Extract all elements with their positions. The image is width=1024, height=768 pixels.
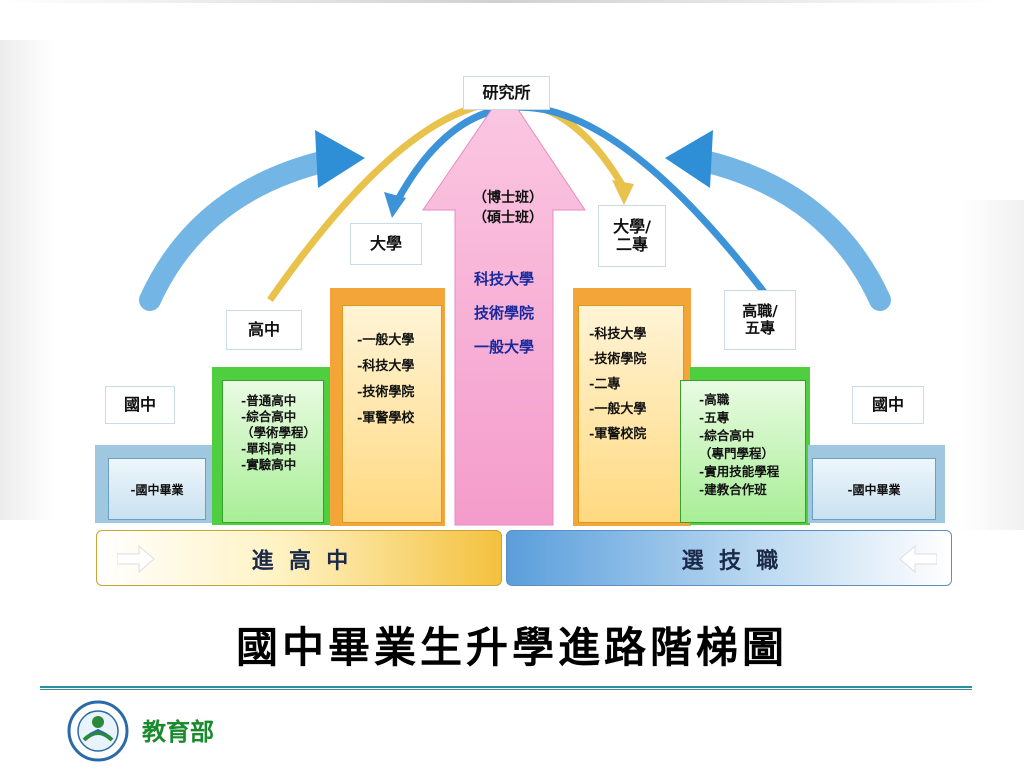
center-university-list: 科技大學 技術學院 一般大學: [473, 270, 534, 356]
right-bar-left-arrow-icon: [899, 545, 937, 573]
top-divider-line: [0, 0, 1000, 3]
left-junior-high-label: 國中: [105, 386, 175, 424]
left-bottom-bar: 進 高 中: [96, 530, 502, 586]
left-university-label: 大學: [350, 223, 422, 265]
left-senior-high-panel: -普通高中 -綜合高中 （學術學程） -單科高中 -實驗高中: [222, 380, 324, 523]
blue-arc-arrowhead: [384, 192, 406, 218]
right-university-panel: -科技大學 -技術學院 -二專 -一般大學 -軍警校院: [578, 305, 684, 523]
left-university-panel: -一般大學 -科技大學 -技術學院 -軍警學校: [342, 305, 442, 523]
right-vocational-panel: -高職 -五專 -綜合高中 （專門學程） -實用技能學程 -建教合作班: [680, 380, 806, 523]
slide-title: 國中畢業生升學進路階梯圖: [235, 623, 788, 672]
left-bar-text: 進 高 中: [251, 548, 349, 574]
right-university-label: 大學/ 二專: [598, 205, 666, 267]
right-vocational-label: 高職/ 五專: [724, 290, 796, 350]
left-outer-curved-arrow: [139, 149, 341, 311]
ministry-logo-emblem-icon: [67, 700, 129, 762]
yellow-arc-arrowhead: [612, 180, 634, 205]
education-ladder-diagram: 研究所 （博士班） （碩士班） 科技大學 技術學院 一般大學 國中 高中 大學 …: [95, 76, 952, 586]
right-outer-arrowhead: [665, 130, 713, 188]
ministry-logo: [60, 700, 136, 762]
central-pink-arrow: [422, 89, 586, 526]
right-background-watermark: [960, 200, 1024, 530]
blue-arc: [391, 103, 773, 303]
left-junior-high-panel: -國中畢業: [108, 458, 206, 520]
right-bar-text: 選 技 職: [681, 548, 779, 574]
right-junior-high-label: 國中: [852, 386, 924, 424]
left-bar-right-arrow-icon: [117, 545, 155, 573]
graduate-school-label: 研究所: [463, 76, 550, 110]
right-bottom-bar: 選 技 職: [506, 530, 952, 586]
left-senior-high-label: 高中: [226, 310, 302, 350]
right-outer-curved-arrow: [689, 149, 891, 311]
center-degree-text: （博士班） （碩士班）: [473, 190, 543, 226]
ministry-name: 教育部: [142, 717, 214, 746]
left-background-watermark: [0, 40, 55, 520]
left-outer-arrowhead: [315, 130, 365, 188]
right-junior-high-panel: -國中畢業: [812, 458, 936, 520]
footer-divider: [40, 686, 972, 690]
